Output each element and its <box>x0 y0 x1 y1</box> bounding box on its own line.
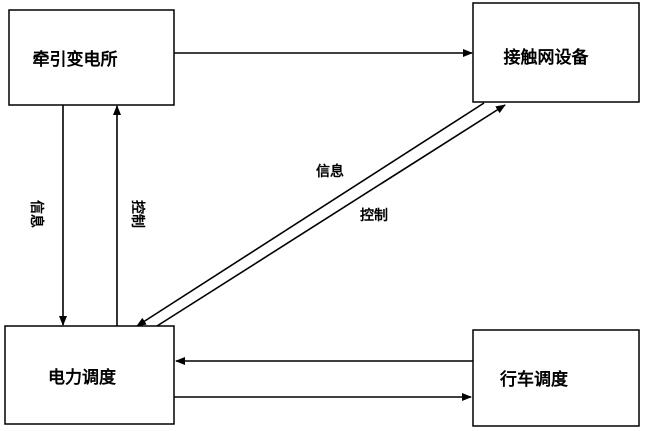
catenary-equipment-label: 接触网设备 <box>504 47 590 68</box>
arrow-catenary-to-power-dispatch <box>136 102 485 327</box>
edge-label-info-diagonal: 信息 <box>316 163 344 180</box>
edge-label-control-diagonal: 控制 <box>360 207 388 224</box>
train-dispatch-box <box>472 329 640 427</box>
traction-substation-box <box>8 9 175 106</box>
train-dispatch-label: 行车调度 <box>499 369 569 390</box>
edge-label-info-vertical: 信息 <box>28 200 45 228</box>
power-dispatch-label: 电力调度 <box>48 367 117 388</box>
edge-label-control-vertical: 控制 <box>129 200 146 228</box>
catenary-equipment-box <box>472 2 640 103</box>
traction-substation-label: 牵引变电所 <box>33 49 118 70</box>
power-dispatch-box <box>4 325 175 425</box>
arrow-power-dispatch-to-catenary <box>156 104 506 327</box>
